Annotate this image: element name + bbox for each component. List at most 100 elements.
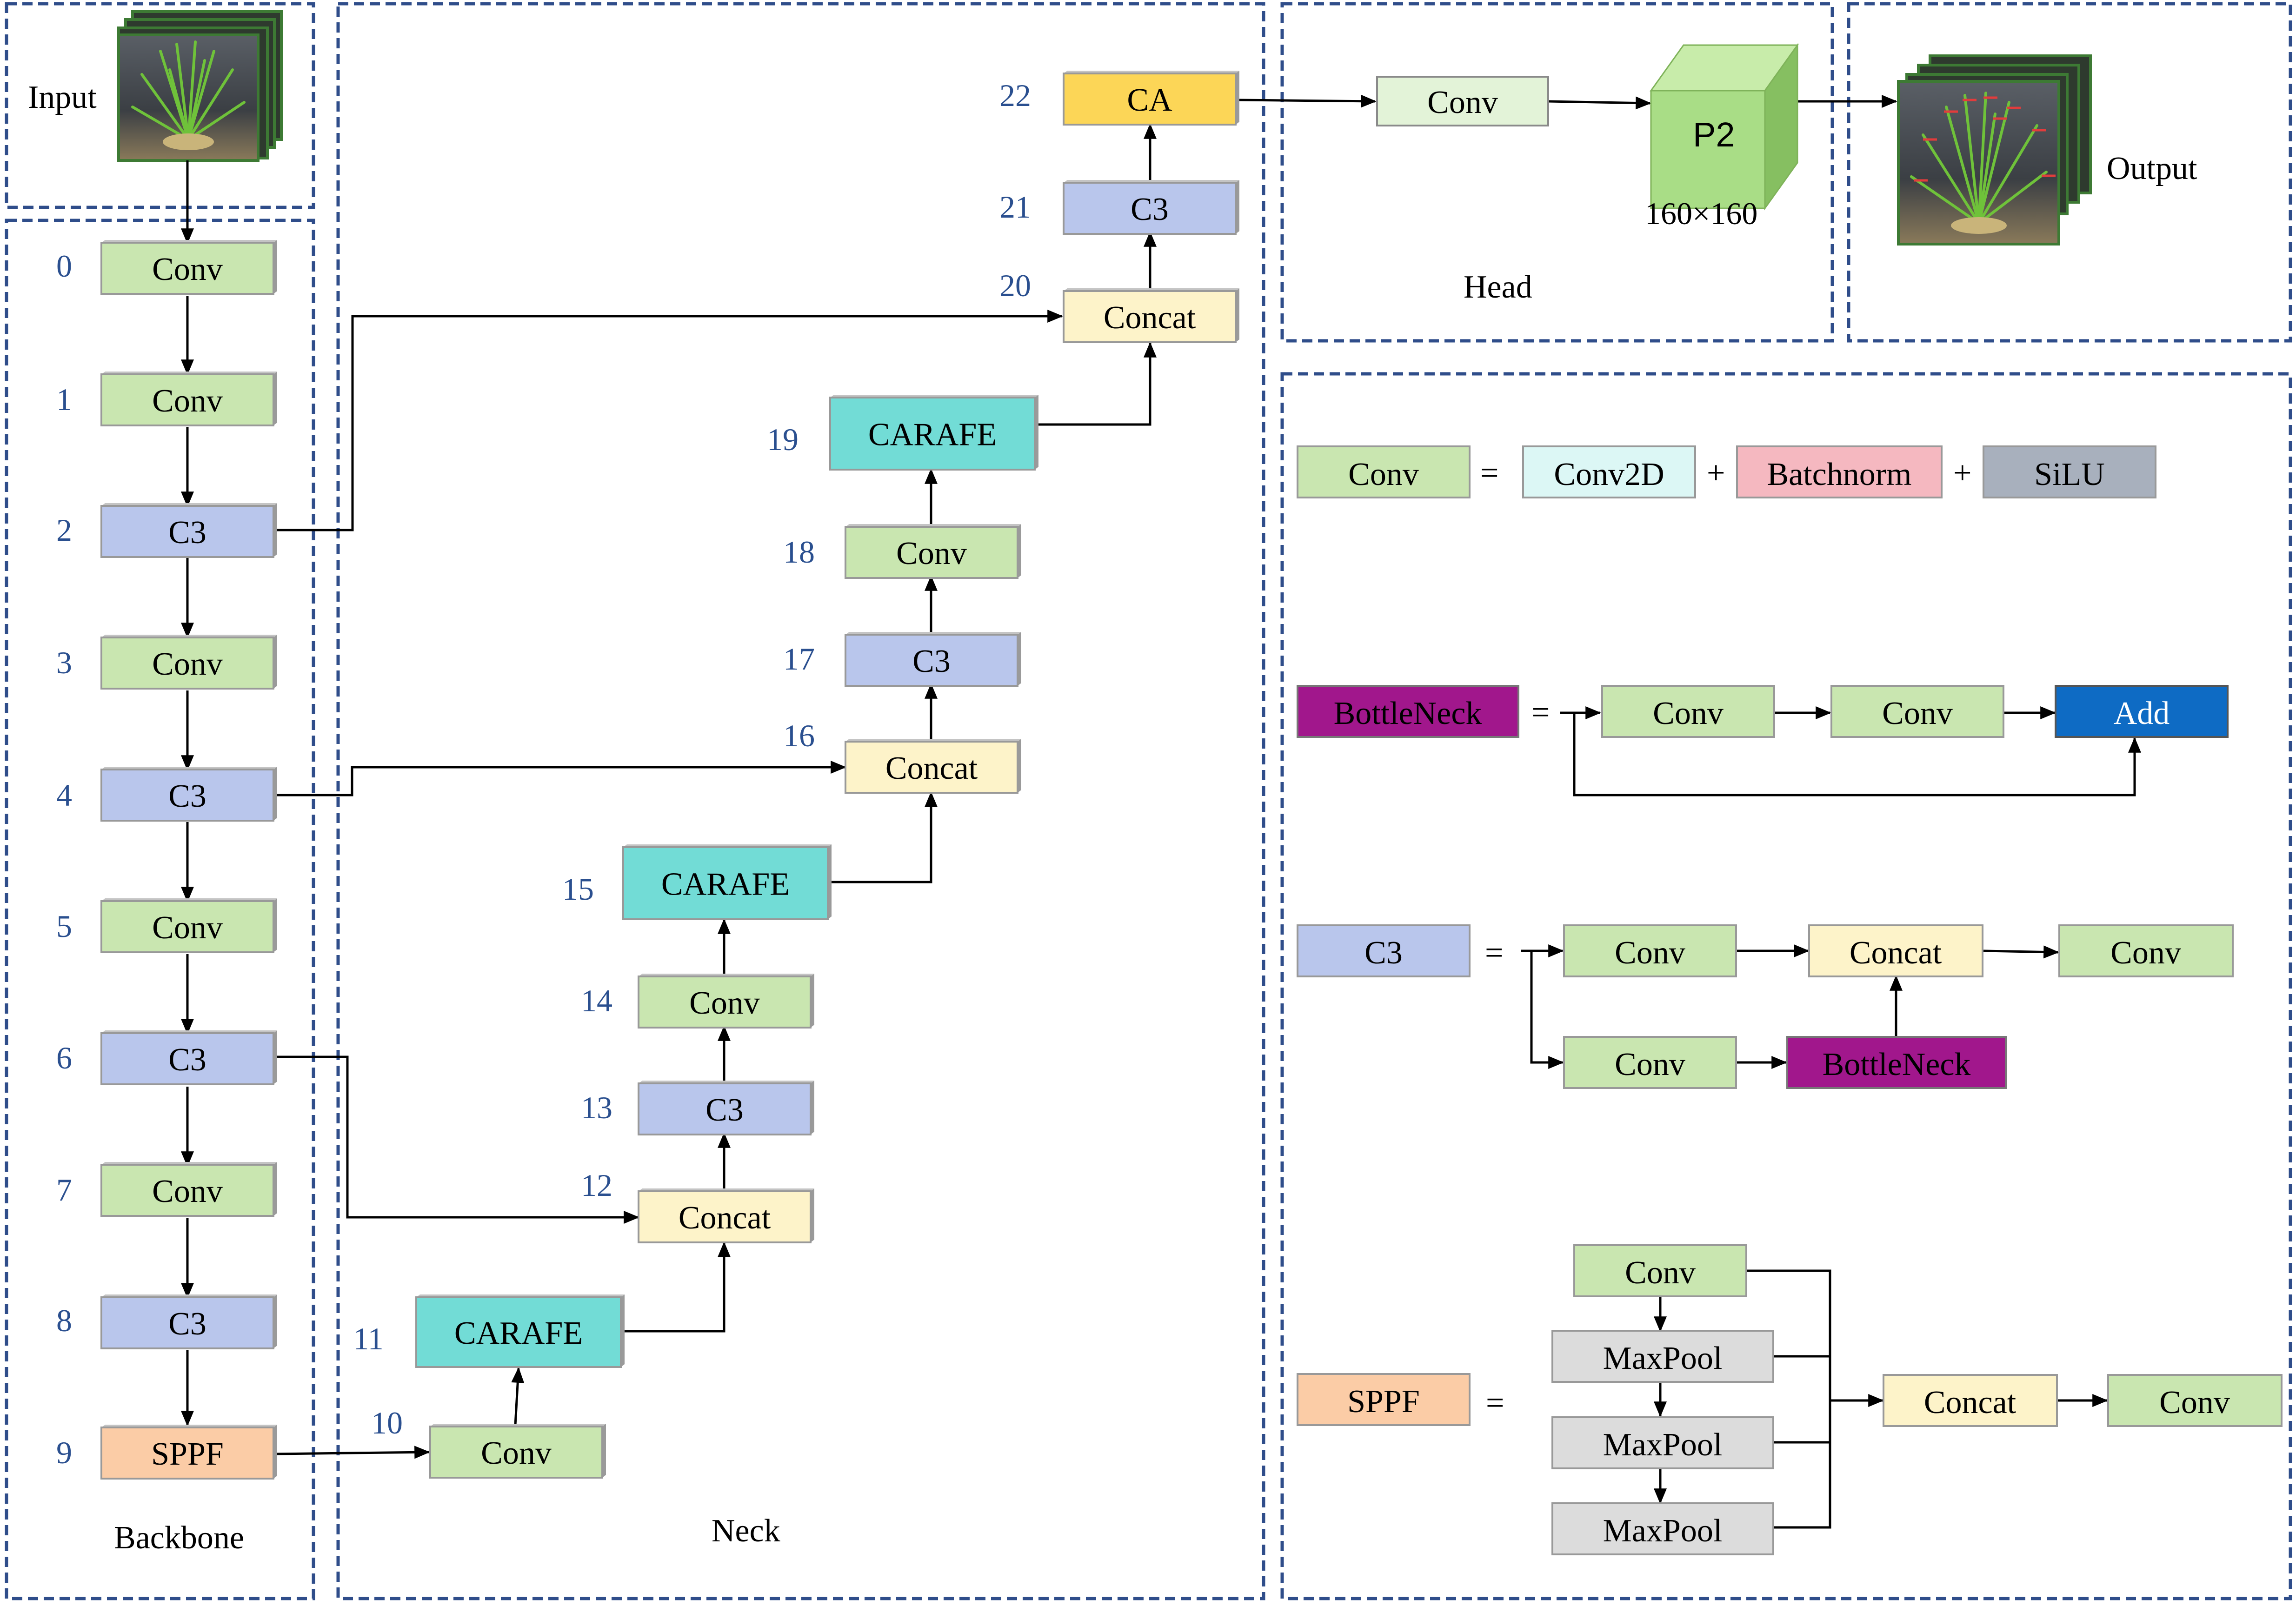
p2-cube: P2 — [1650, 43, 1799, 211]
neck-index-17: 17 — [783, 641, 815, 677]
legend-bottleneck-box: BottleNeck — [1297, 685, 1519, 738]
legend-c3-box: C3 — [1297, 924, 1471, 977]
neck-index-20: 20 — [999, 268, 1031, 303]
neck-index-18: 18 — [783, 534, 815, 570]
neck-block-label-13: C3 — [705, 1092, 744, 1128]
legend-sppf-conv-out: Conv — [2107, 1374, 2283, 1427]
legend-sppf-maxpool-1: MaxPool — [1551, 1330, 1774, 1383]
backbone-block-label-0: Conv — [152, 252, 223, 287]
legend-sppf-concat: Concat — [1883, 1374, 2058, 1427]
neck-title: Neck — [712, 1513, 780, 1549]
input-title: Input — [28, 80, 97, 115]
legend-c3-concat: Concat — [1808, 924, 1983, 977]
neck-block-label-18: Conv — [896, 536, 967, 571]
backbone-block-8: C38 — [56, 1294, 277, 1349]
head-frame — [1280, 2, 1834, 343]
neck-index-22: 22 — [999, 78, 1031, 113]
backbone-index-2: 2 — [56, 512, 72, 548]
neck-block-18: Conv 18 — [783, 524, 1021, 579]
svg-text:Conv: Conv — [2159, 1385, 2230, 1420]
svg-text:Batchnorm: Batchnorm — [1767, 457, 1911, 492]
backbone-block-label-3: Conv — [152, 646, 223, 682]
neck-block-label-20: Concat — [1104, 300, 1196, 336]
output-image — [1897, 80, 2060, 246]
svg-text:Conv: Conv — [1625, 1255, 1696, 1291]
neck-index-16: 16 — [783, 718, 815, 753]
legend-c3-eq: = — [1485, 935, 1503, 971]
backbone-block-label-1: Conv — [152, 383, 223, 419]
backbone-index-8: 8 — [56, 1303, 72, 1338]
backbone-index-7: 7 — [56, 1172, 72, 1208]
head-conv-label: Conv — [1427, 85, 1498, 120]
input-image-stack — [117, 10, 283, 162]
p2-size-label: 160×160 — [1645, 196, 1757, 231]
backbone-frame — [5, 219, 315, 1600]
legend-bottleneck-eq: = — [1531, 695, 1550, 730]
legend-sppf-conv-in: Conv — [1573, 1244, 1747, 1297]
svg-text:Conv: Conv — [1348, 457, 1419, 492]
svg-text:Concat: Concat — [1924, 1385, 2016, 1420]
svg-text:Conv: Conv — [1615, 1047, 1685, 1082]
svg-text:Conv: Conv — [1882, 696, 1953, 731]
neck-index-11: 11 — [353, 1321, 383, 1356]
legend-conv-row: Conv = Conv2D + Batchnorm + SiLU — [1297, 445, 2156, 498]
backbone-block-1: Conv 1 — [56, 372, 277, 426]
backbone-block-6: C36 — [56, 1030, 277, 1085]
legend-c3-conv-out: Conv — [2058, 924, 2234, 977]
svg-text:SPPF: SPPF — [1347, 1384, 1420, 1420]
neck-frame — [336, 2, 1265, 1600]
backbone-block-label-5: Conv — [152, 910, 223, 946]
legend-silu-box: SiLU — [1983, 445, 2156, 498]
backbone-index-1: 1 — [56, 382, 72, 417]
backbone-block-2: C3 2 — [56, 503, 277, 558]
svg-text:SiLU: SiLU — [2034, 457, 2105, 492]
legend-c3-row: C3 = Conv Concat Conv Conv BottleNeck — [1297, 924, 2234, 1089]
legend-plus-1: + — [1707, 455, 1725, 491]
svg-text:Conv: Conv — [1653, 696, 1724, 731]
svg-text:MaxPool: MaxPool — [1603, 1513, 1723, 1549]
svg-text:Add: Add — [2114, 696, 2170, 731]
output-frame — [1847, 2, 2292, 343]
neck-block-20: Concat 20 — [999, 268, 1239, 343]
neck-block-label-19: CARAFE — [868, 417, 997, 453]
neck-block-label-14: Conv — [689, 985, 760, 1021]
legend-batchnorm-box: Batchnorm — [1736, 445, 1943, 498]
legend-sppf-row: SPPF = Conv MaxPool MaxPool MaxPool Con — [1297, 1244, 2283, 1555]
backbone-index-6: 6 — [56, 1040, 72, 1075]
backbone-blocks: Conv0Conv1C32Conv3C34Conv5C36Conv7C38SPP… — [56, 240, 277, 1480]
backbone-index-5: 5 — [56, 909, 72, 944]
backbone-title: Backbone — [114, 1520, 244, 1556]
svg-text:MaxPool: MaxPool — [1603, 1427, 1723, 1463]
legend-bottleneck-row: BottleNeck = Conv Conv Add — [1297, 685, 2229, 796]
backbone-block-label-2: C3 — [168, 515, 206, 551]
output-image-stack — [1897, 54, 2092, 246]
p2-label: P2 — [1693, 115, 1735, 154]
flow-arrows — [181, 94, 1897, 1459]
neck-index-12: 12 — [581, 1168, 612, 1203]
svg-text:C3: C3 — [1364, 935, 1403, 971]
backbone-block-5: Conv 5 — [56, 898, 277, 953]
legend-conv2d-box: Conv2D — [1522, 445, 1696, 498]
legend-bn-add: Add — [2055, 685, 2229, 738]
input-image — [117, 33, 260, 162]
neck-block-label-11: CARAFE — [454, 1315, 583, 1351]
legend-bn-conv2: Conv — [1830, 685, 2004, 738]
legend-plus-2: + — [1953, 455, 1971, 491]
neck-block-11: CARAFE 11 — [353, 1294, 625, 1368]
input-frame — [5, 2, 315, 209]
backbone-block-label-4: C3 — [168, 778, 206, 814]
legend-bn-conv1: Conv — [1601, 685, 1775, 738]
neck-index-13: 13 — [581, 1090, 612, 1125]
legend-frame — [1280, 372, 2292, 1600]
legend-c3-bottleneck: BottleNeck — [1786, 1036, 2007, 1089]
